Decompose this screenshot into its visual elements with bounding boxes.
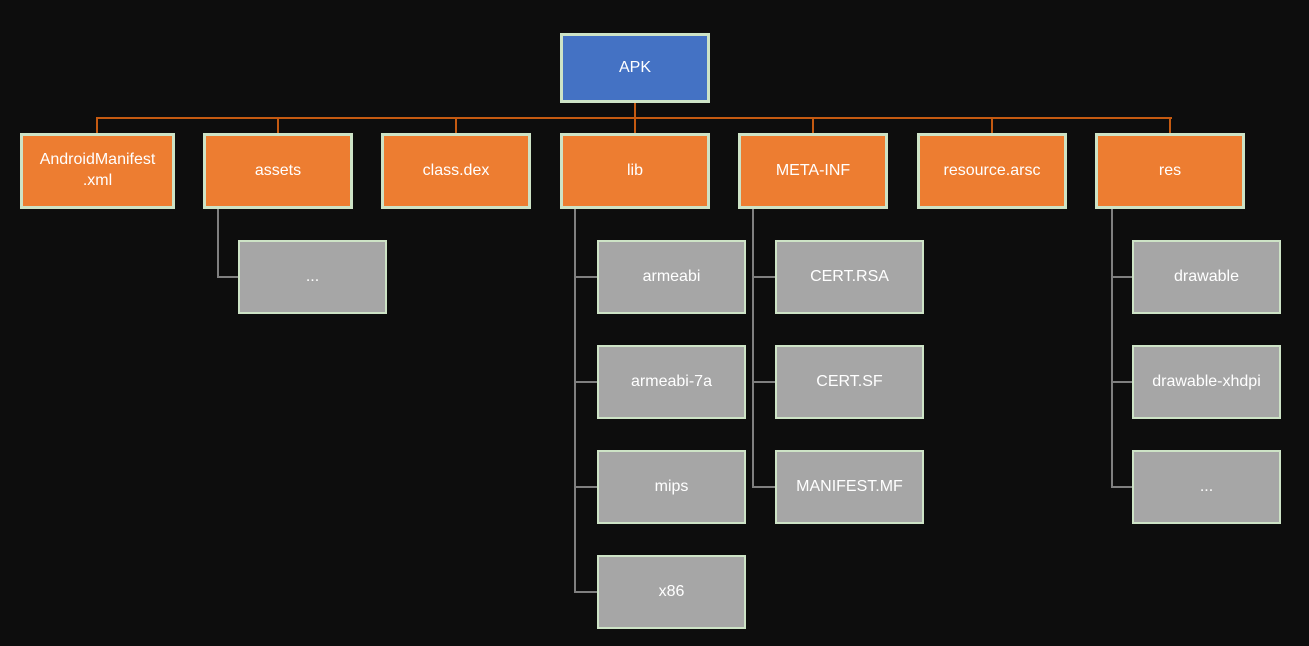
node-label: assets bbox=[254, 161, 302, 179]
node-manifest-mf: MANIFEST.MF bbox=[775, 450, 924, 524]
connector-metainf-stub-1 bbox=[752, 276, 775, 278]
node-drawable-xhdpi: drawable-xhdpi bbox=[1132, 345, 1281, 419]
node-assets: assets bbox=[203, 133, 353, 209]
connector-apk-trunk bbox=[634, 101, 636, 118]
connector-lib-stub-4 bbox=[574, 591, 597, 593]
node-cert-sf: CERT.SF bbox=[775, 345, 924, 419]
connector-metainf-stub-3 bbox=[752, 486, 775, 488]
node-label: CERT.SF bbox=[816, 372, 883, 390]
node-assets-ellipsis: ... bbox=[238, 240, 387, 314]
node-label: ... bbox=[305, 267, 320, 285]
connector-drop-assets bbox=[277, 118, 279, 133]
node-label: res bbox=[1158, 161, 1182, 179]
connector-drop-resource-arsc bbox=[991, 118, 993, 133]
node-label: armeabi bbox=[642, 267, 701, 285]
connector-res-stub-3 bbox=[1111, 486, 1132, 488]
connector-assets-trunk bbox=[217, 209, 219, 278]
connector-drop-androidmanifest bbox=[96, 118, 98, 133]
node-meta-inf: META-INF bbox=[738, 133, 888, 209]
node-label: class.dex bbox=[422, 161, 490, 179]
node-lib: lib bbox=[560, 133, 710, 209]
connector-res-stub-2 bbox=[1111, 381, 1132, 383]
node-label: CERT.RSA bbox=[810, 267, 889, 285]
node-label: x86 bbox=[658, 582, 685, 600]
node-label: drawable-xhdpi bbox=[1152, 372, 1261, 390]
connector-assets-stub-1 bbox=[217, 276, 238, 278]
node-label: META-INF bbox=[775, 161, 851, 179]
node-label: resource.arsc bbox=[943, 161, 1041, 179]
node-label: drawable bbox=[1174, 267, 1239, 285]
node-mips: mips bbox=[597, 450, 746, 524]
node-label: lib bbox=[626, 161, 643, 179]
connector-lib-stub-1 bbox=[574, 276, 597, 278]
node-label: ... bbox=[1199, 477, 1214, 495]
node-armeabi-7a: armeabi-7a bbox=[597, 345, 746, 419]
node-drawable: drawable bbox=[1132, 240, 1281, 314]
node-res: res bbox=[1095, 133, 1245, 209]
node-androidmanifest-xml: AndroidManifest.xml bbox=[20, 133, 175, 209]
connector-drop-res bbox=[1169, 118, 1171, 133]
connector-lib-stub-3 bbox=[574, 486, 597, 488]
connector-metainf-stub-2 bbox=[752, 381, 775, 383]
connector-res-trunk bbox=[1111, 209, 1113, 488]
node-cert-rsa: CERT.RSA bbox=[775, 240, 924, 314]
node-res-ellipsis: ... bbox=[1132, 450, 1281, 524]
node-label: APK bbox=[618, 58, 651, 76]
connector-lib-stub-2 bbox=[574, 381, 597, 383]
node-resource-arsc: resource.arsc bbox=[917, 133, 1067, 209]
node-label: armeabi-7a bbox=[631, 372, 712, 390]
connector-drop-lib bbox=[634, 118, 636, 133]
node-class-dex: class.dex bbox=[381, 133, 531, 209]
node-x86: x86 bbox=[597, 555, 746, 629]
node-armeabi: armeabi bbox=[597, 240, 746, 314]
node-label: mips bbox=[654, 477, 689, 495]
connector-lib-trunk bbox=[574, 209, 576, 593]
node-label: AndroidManifest.xml bbox=[39, 151, 156, 189]
connector-metainf-trunk bbox=[752, 209, 754, 488]
node-label: MANIFEST.MF bbox=[796, 477, 903, 495]
node-apk: APK bbox=[560, 33, 710, 103]
connector-drop-meta-inf bbox=[812, 118, 814, 133]
connector-res-stub-1 bbox=[1111, 276, 1132, 278]
connector-drop-class-dex bbox=[455, 118, 457, 133]
